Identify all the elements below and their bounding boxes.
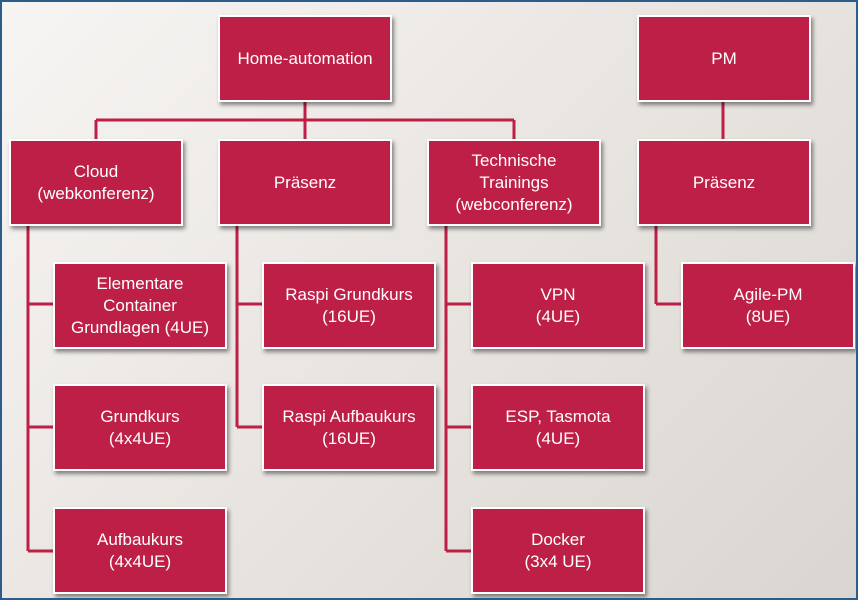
node-home-automation: Home-automation [218,15,392,102]
node-grundkurs: Grundkurs (4x4UE) [53,384,227,471]
node-cloud: Cloud (webkonferenz) [9,139,183,226]
node-vpn: VPN (4UE) [471,262,645,349]
node-agile-pm: Agile-PM (8UE) [681,262,855,349]
node-praesenz: Präsenz [218,139,392,226]
node-raspi-grundkurs: Raspi Grundkurs (16UE) [262,262,436,349]
node-pm: PM [637,15,811,102]
node-esp-tasmota: ESP, Tasmota (4UE) [471,384,645,471]
node-pm-praesenz: Präsenz [637,139,811,226]
node-aufbaukurs: Aufbaukurs (4x4UE) [53,507,227,594]
node-technische-trainings: Technische Trainings (webconferenz) [427,139,601,226]
node-elementare-container: Elementare Container Grundlagen (4UE) [53,262,227,349]
node-docker: Docker (3x4 UE) [471,507,645,594]
node-raspi-aufbaukurs: Raspi Aufbaukurs (16UE) [262,384,436,471]
